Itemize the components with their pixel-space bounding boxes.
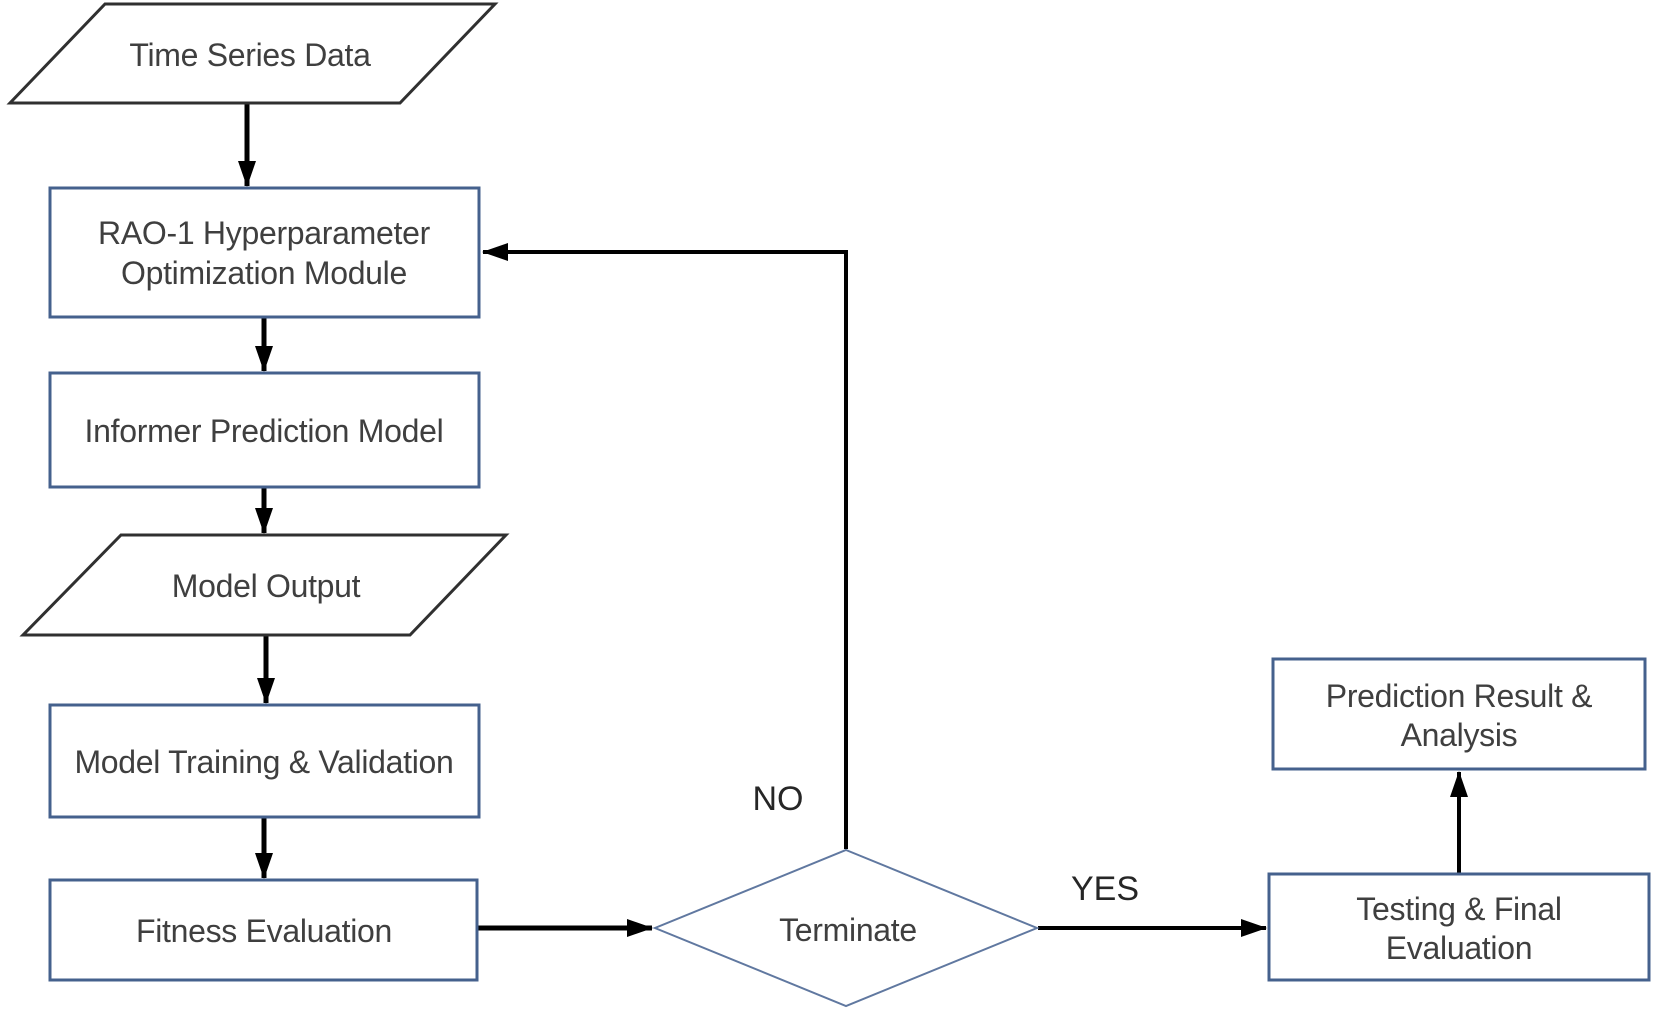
node-label: Model Training & Validation [74, 744, 453, 780]
diamond-shape [652, 848, 1040, 1008]
node-testing-final-evaluation: Testing & Final Evaluation [1267, 872, 1651, 982]
edge-terminate-no-to-rao1 [482, 243, 848, 849]
parallelogram-shape [19, 533, 510, 637]
node-label-line2: Analysis [1401, 717, 1518, 753]
edge-label-no: NO [753, 780, 804, 818]
node-label: Model Output [172, 568, 361, 604]
node-label-line1: Testing & Final [1356, 891, 1561, 927]
node-label: Time Series Data [129, 37, 371, 73]
parallelogram-shape [6, 2, 499, 105]
rectangle-shape [1267, 872, 1651, 982]
node-model-output: Model Output [19, 533, 510, 637]
rectangle-shape [48, 371, 481, 489]
node-label-line1: Prediction Result & [1326, 678, 1592, 714]
node-label-line1: RAO-1 Hyperparameter [98, 215, 431, 251]
edges-layer: NO YES [238, 104, 1468, 937]
node-label-line2: Optimization Module [121, 255, 407, 291]
rectangle-shape [48, 878, 479, 982]
node-label-line2: Evaluation [1386, 930, 1532, 966]
node-label: Informer Prediction Model [85, 413, 444, 449]
node-prediction-result-analysis: Prediction Result & Analysis [1271, 657, 1647, 771]
node-rao1-hyperparameter-optimization: RAO-1 Hyperparameter Optimization Module [48, 186, 481, 319]
node-label: Terminate [779, 912, 917, 948]
node-fitness-evaluation: Fitness Evaluation [48, 878, 479, 982]
rectangle-shape [48, 186, 481, 319]
node-terminate-decision: Terminate [652, 848, 1040, 1008]
node-time-series-data: Time Series Data [6, 2, 499, 105]
rectangle-shape [1271, 657, 1647, 771]
node-label: Fitness Evaluation [136, 913, 392, 949]
node-informer-prediction-model: Informer Prediction Model [48, 371, 481, 489]
rectangle-shape [48, 703, 481, 819]
node-model-training-validation: Model Training & Validation [48, 703, 481, 819]
edge-label-yes: YES [1071, 870, 1139, 908]
